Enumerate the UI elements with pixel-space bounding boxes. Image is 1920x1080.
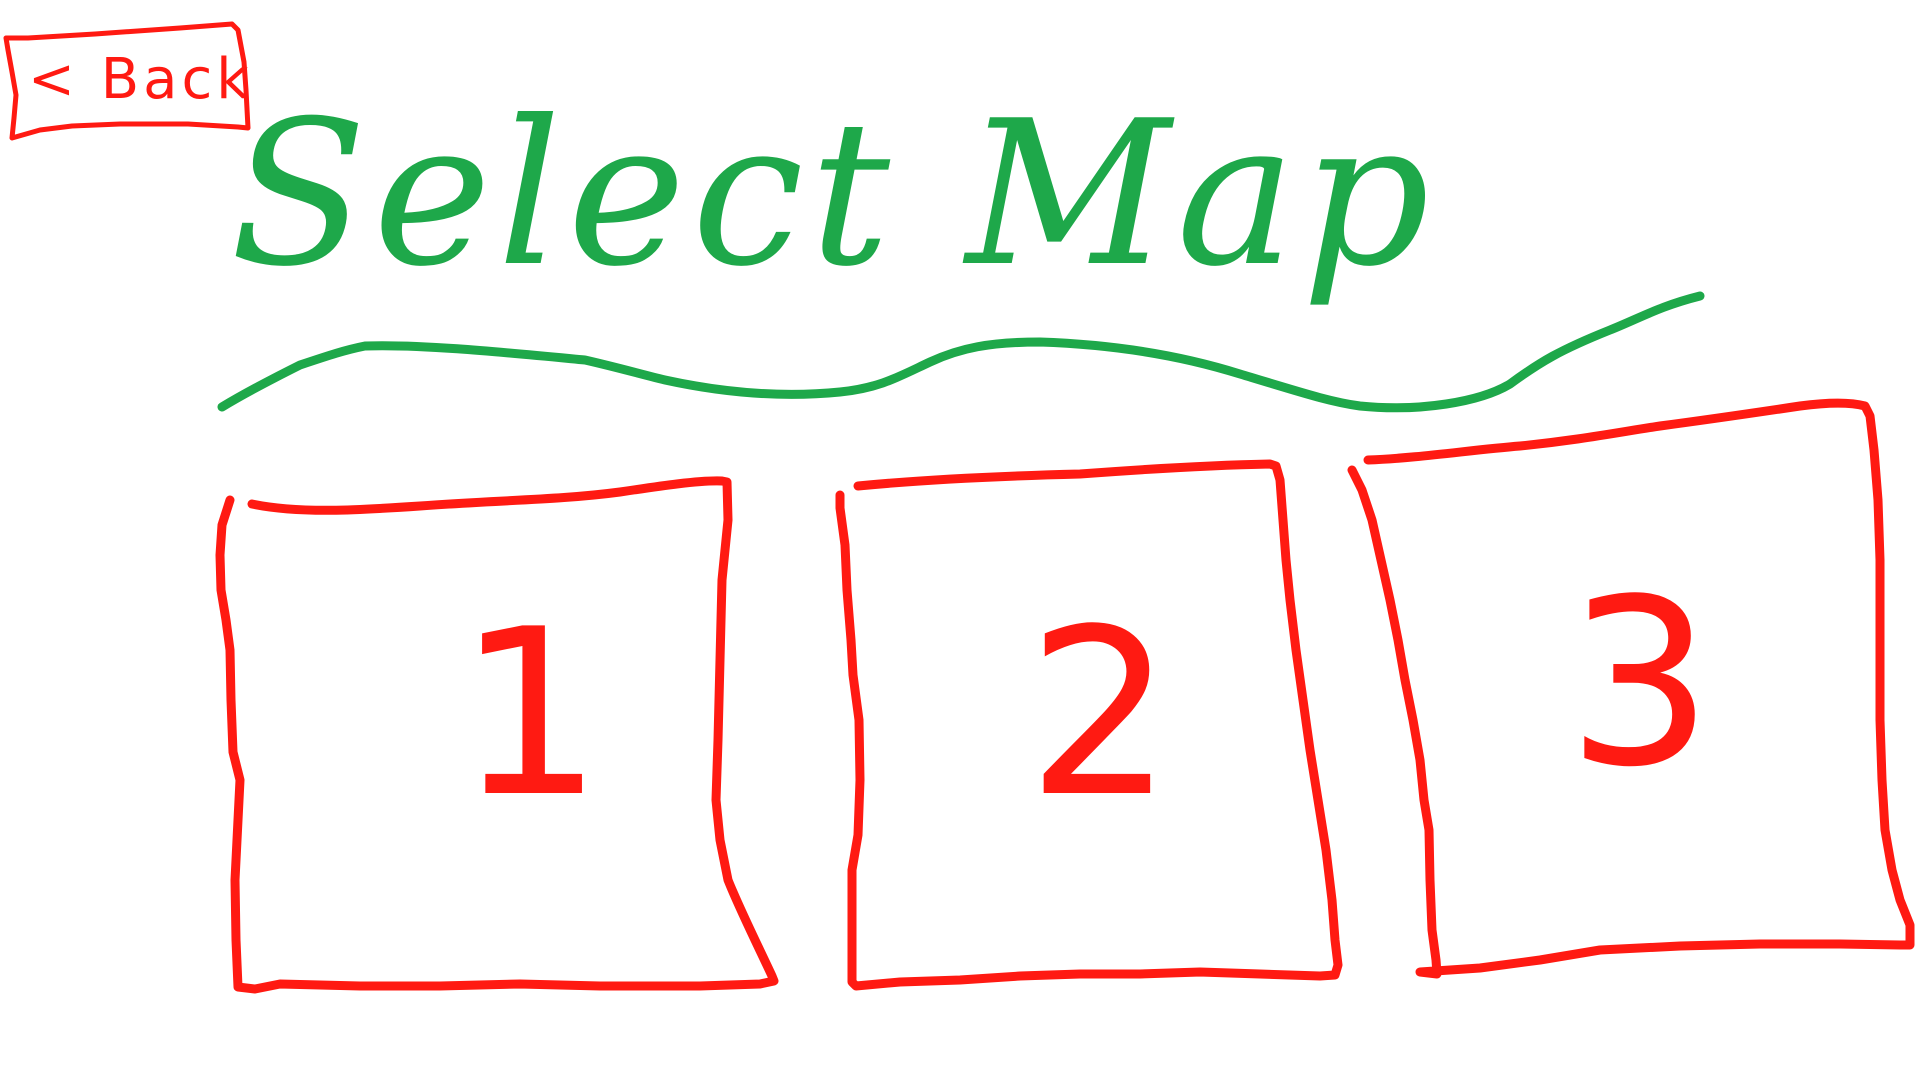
map-2-label: 2 <box>1026 581 1174 848</box>
map-1-button[interactable] <box>225 478 780 993</box>
back-button-label: < Back <box>28 47 253 112</box>
map-2-button[interactable] <box>840 460 1350 990</box>
map-1-label: 1 <box>456 581 604 848</box>
page-title: Select Map <box>230 78 1436 311</box>
map-3-label: 3 <box>1566 551 1714 818</box>
map-3-button[interactable] <box>1350 405 1920 975</box>
back-button[interactable] <box>5 22 250 137</box>
title-underline <box>217 291 1705 413</box>
